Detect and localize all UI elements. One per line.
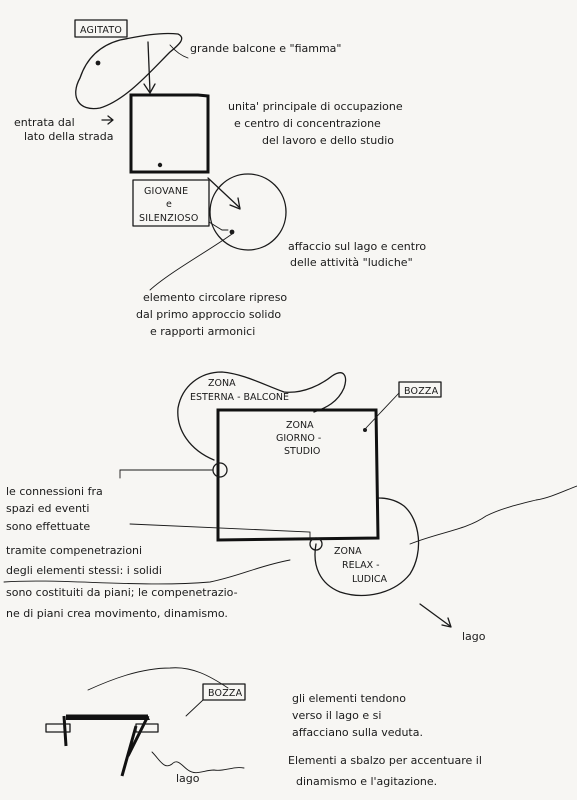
- connessioni-note-3: sono effettuate: [6, 520, 90, 533]
- circolare-note-1: elemento circolare ripreso: [143, 291, 287, 304]
- giovane-box: [132, 179, 210, 227]
- zona-giorno-1: ZONA: [286, 420, 314, 431]
- tendono-note-2: verso il lago e si: [292, 709, 381, 722]
- circolare-leader: [149, 233, 233, 291]
- cantilever-left: [45, 723, 71, 733]
- circolare-note-2: dal primo approccio solido: [136, 308, 281, 321]
- section-volume: [62, 714, 150, 777]
- entrata-note-2: lato della strada: [24, 130, 113, 143]
- connection-node-1: [212, 462, 228, 478]
- giovane-label-2: e: [166, 199, 172, 210]
- square-dot: [157, 162, 163, 168]
- lago-arrow-head: [441, 617, 452, 628]
- relax-blob: [314, 497, 420, 597]
- connessioni-leader-2: [129, 523, 311, 541]
- giovane-label-3: SILENZIOSO: [139, 213, 199, 224]
- bozza-leader-3: [185, 699, 204, 717]
- connessioni-note-6: sono costituiti da piani; le compenetraz…: [6, 586, 238, 599]
- diagram-2: ZONA ESTERNA - BALCONE ZONA RELAX - LUDI…: [3, 371, 577, 643]
- esterna-blob: [177, 371, 347, 461]
- circle-dot: [229, 229, 235, 235]
- contour-left: [3, 559, 291, 585]
- affaccio-note-1: affaccio sul lago e centro: [288, 240, 426, 253]
- unita-note-1: unita' principale di occupazione: [228, 100, 403, 113]
- lago-arrow-line: [419, 603, 451, 627]
- circle-arrow-head: [229, 197, 241, 210]
- connection-node-2: [309, 537, 323, 551]
- bozza-box-3: [202, 683, 246, 701]
- zona-giorno-3: STUDIO: [284, 446, 320, 457]
- connessioni-note-1: le connessioni fra: [6, 485, 103, 498]
- connessioni-note-2: spazi ed eventi: [6, 502, 89, 515]
- affaccio-note-2: delle attività "ludiche": [290, 256, 413, 269]
- entrata-note-1: entrata dal: [14, 116, 75, 129]
- balcone-leader: [169, 44, 189, 59]
- bozza-label-3: BOZZA: [208, 688, 243, 699]
- diagram-3: BOZZA lago gli elementi tendono verso il…: [45, 667, 482, 788]
- circolare-note-3: e rapporti armonici: [150, 325, 255, 338]
- contour-top-3: [87, 667, 229, 691]
- giorno-square: [216, 408, 380, 542]
- balcone-flame-shape: [75, 32, 183, 110]
- zona-esterna-2: ESTERNA - BALCONE: [190, 392, 289, 403]
- balcone-note: grande balcone e "fiamma": [190, 42, 341, 55]
- ground-line-3: [151, 751, 245, 774]
- entry-arrow-head: [143, 83, 156, 94]
- connessioni-note-4: tramite compenetrazioni: [6, 544, 142, 557]
- giovane-leader: [208, 221, 229, 231]
- unita-note-2: e centro di concentrazione: [234, 117, 381, 130]
- tendono-note-1: gli elementi tendono: [292, 692, 406, 705]
- lago-label-2: lago: [462, 630, 486, 643]
- sbalzo-note-2: dinamismo e l'agitazione.: [296, 775, 437, 788]
- circle-arrow-line: [207, 177, 241, 209]
- zona-relax-3: LUDICA: [352, 574, 388, 585]
- bozza-dot-2: [363, 428, 367, 432]
- zona-relax-1: ZONA: [334, 546, 362, 557]
- agitato-label: AGITATO: [80, 25, 122, 36]
- giovane-label-1: GIOVANE: [144, 186, 188, 197]
- zona-giorno-2: GIORNO -: [276, 433, 321, 444]
- entry-arrow-line: [147, 41, 151, 93]
- diagram-1: AGITATO grande balcone e "fiamma" entrat…: [14, 19, 426, 338]
- bozza-label-2: BOZZA: [404, 386, 439, 397]
- tendono-note-3: affacciano sulla veduta.: [292, 726, 423, 739]
- ludica-circle: [209, 173, 287, 251]
- sbalzo-note-1: Elementi a sbalzo per accentuare il: [288, 754, 482, 767]
- entrata-arrow: [101, 115, 114, 125]
- zona-relax-2: RELAX -: [342, 560, 380, 571]
- main-square: [129, 93, 210, 174]
- lago-label-3: lago: [176, 772, 200, 785]
- bozza-box-2: [398, 381, 442, 398]
- contour-right: [409, 485, 577, 545]
- zona-esterna-1: ZONA: [208, 378, 236, 389]
- connessioni-note-5: degli elementi stessi: i solidi: [6, 564, 162, 577]
- cantilever-right: [135, 723, 159, 733]
- connessioni-note-7: ne di piani crea movimento, dinamismo.: [6, 607, 228, 620]
- agitato-box: [74, 19, 128, 38]
- bozza-leader-2: [365, 392, 400, 429]
- flame-dot: [95, 60, 101, 66]
- unita-note-3: del lavoro e dello studio: [262, 134, 394, 147]
- connessioni-leader-1: [119, 469, 214, 479]
